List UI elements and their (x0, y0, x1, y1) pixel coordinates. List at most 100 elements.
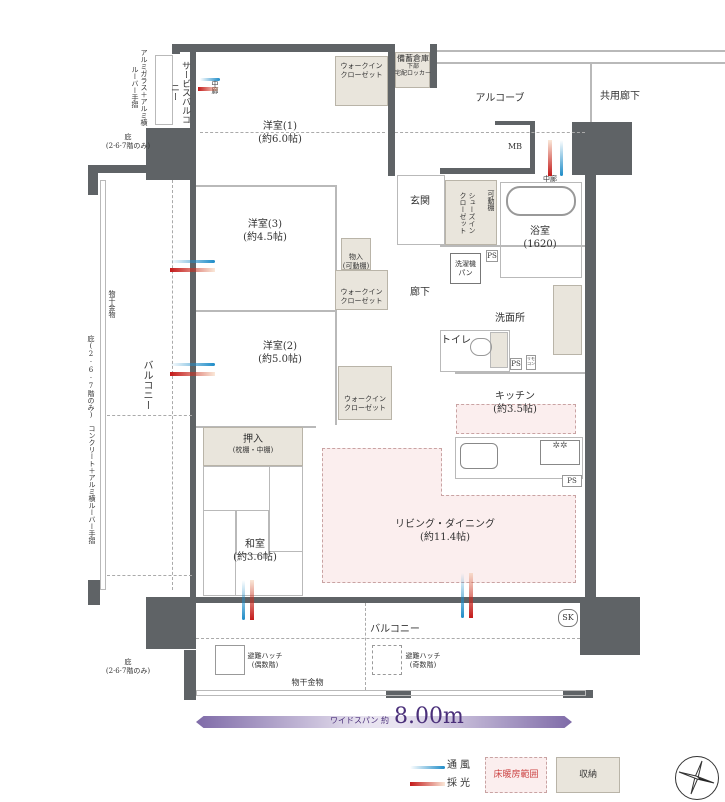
wall-left (190, 52, 196, 602)
wall-right (585, 175, 596, 605)
storage-closet (341, 238, 371, 270)
ps-box: PS (486, 250, 498, 262)
ventilation-icon (461, 573, 464, 618)
legend-daylight-icon (410, 782, 445, 786)
daylight-icon (469, 573, 473, 618)
room-divider (440, 245, 585, 247)
eaves-label: 庇(2·6·7階のみ) (100, 658, 156, 676)
toilet-wall (440, 330, 510, 372)
label: 和室 (245, 539, 265, 550)
label: 洋室(3) (247, 219, 283, 230)
washroom-label: 洗面所 (495, 313, 525, 324)
corridor-divider (590, 62, 592, 122)
shoes-in-closet (445, 180, 497, 245)
legend-daylight-label: 採光 (447, 778, 473, 789)
legend-floor-heating: 床暖房範囲 (485, 757, 547, 793)
label: ウォークイン (344, 395, 386, 403)
kitchen-label: キッチン(約3.5帖) (475, 390, 555, 416)
oshiire-label: 押入(枕棚・中棚) (203, 433, 303, 455)
living-dining-label: リビング・ダイニング(約11.4帖) (385, 518, 505, 544)
pillar (563, 690, 593, 698)
room-divider (395, 132, 585, 133)
bathroom (500, 182, 582, 278)
mb-label: MB (507, 142, 523, 151)
legend-ventilation-label: 通風 (447, 760, 473, 771)
label: 下部 (406, 63, 419, 70)
ventilation-icon (242, 580, 245, 620)
label: (約11.4帖) (419, 532, 471, 543)
label: (可動棚) (342, 262, 370, 270)
ventilation-icon (200, 78, 220, 81)
label: 庇 (124, 658, 132, 666)
stockpile-label: 備蓄倉庫下部宅配ロッカー (393, 54, 433, 77)
balcony-divider (196, 638, 580, 639)
balcony-rail-bottom (196, 690, 586, 696)
balcony-divider (107, 415, 192, 416)
label: (約6.0帖) (258, 134, 302, 145)
sink-icon (460, 443, 498, 469)
ventilation-icon (170, 260, 215, 263)
closet-label: 物入(可動棚) (336, 253, 376, 271)
walk-in-closet-1 (335, 56, 388, 106)
daylight-icon (170, 372, 215, 376)
room-divider (196, 310, 336, 312)
label: ウォークイン (340, 62, 383, 70)
label: (偶数階) (251, 661, 279, 669)
pillar (184, 650, 196, 700)
walk-in-closet-1-label: ウォークインクローゼット (335, 62, 388, 80)
floor-heating-kitchen (456, 404, 576, 434)
sk-sink: SK (558, 609, 578, 627)
walk-in-closet-2 (338, 366, 392, 420)
wall (440, 168, 535, 174)
label: 宅配ロッカー (394, 70, 431, 77)
label: ワイドスパン 約 (330, 716, 389, 725)
tatami (236, 510, 269, 555)
label: パン (458, 269, 473, 277)
label: 洋室(2) (262, 341, 298, 352)
label: (約3.6帖) (233, 552, 277, 563)
walk-in-closet-3 (335, 270, 388, 310)
tatami (203, 510, 236, 596)
courtyard-label: 中廊 (543, 175, 557, 183)
pillar (88, 580, 100, 605)
shoes-shelf-label: 可動棚 (486, 190, 495, 211)
label: 避難ハッチ (405, 652, 441, 660)
label: シューズイン (468, 192, 476, 234)
pillar (580, 597, 640, 655)
eaves-label: 庇(2·6·7階のみ) (87, 335, 95, 419)
toilet-icon (470, 338, 492, 356)
pillar (386, 690, 411, 698)
daylight-icon (198, 87, 218, 91)
eaves-label: 庇(2·6·7階のみ) (100, 133, 156, 151)
walk-in-closet-2-label: ウォークインクローゼット (338, 395, 392, 413)
daylight-icon (548, 140, 552, 176)
label: ウォークイン (340, 288, 383, 296)
wide-span-bar (196, 716, 572, 728)
label: クローゼット (340, 297, 383, 305)
pillar (572, 122, 632, 175)
label: 可動棚 (487, 190, 495, 211)
ps-box: PS (510, 358, 522, 370)
kitchen-counter (455, 437, 583, 479)
wall (172, 44, 180, 54)
western-room-3-label: 洋室(3)(約4.5帖) (225, 218, 305, 244)
wall (388, 44, 395, 176)
hallway-label: 廊下 (410, 287, 430, 298)
room-divider (455, 372, 585, 374)
label: (2·6·7階のみ) (105, 667, 151, 675)
hatch-odd-icon (372, 645, 402, 675)
stockpile-storage (395, 52, 430, 88)
bathtub-icon (506, 186, 576, 216)
legend-storage: 収納 (556, 757, 620, 793)
daylight-icon (250, 580, 254, 620)
label: (2·6·7階のみ) (105, 142, 151, 150)
railing-concrete-label: コンクリート＋アルミ横ルーバー手摺 (88, 425, 96, 544)
label: 物入 (349, 253, 363, 261)
alcove-label: アルコーブ (475, 93, 525, 104)
label: (枕棚・中棚) (232, 446, 274, 454)
wall-top (172, 44, 395, 52)
label: クローゼット (459, 192, 467, 234)
japanese-room-label: 和室 (約3.6帖) (215, 538, 295, 564)
span-value: 8.00m (394, 704, 464, 729)
label: 浴室 (530, 226, 550, 237)
